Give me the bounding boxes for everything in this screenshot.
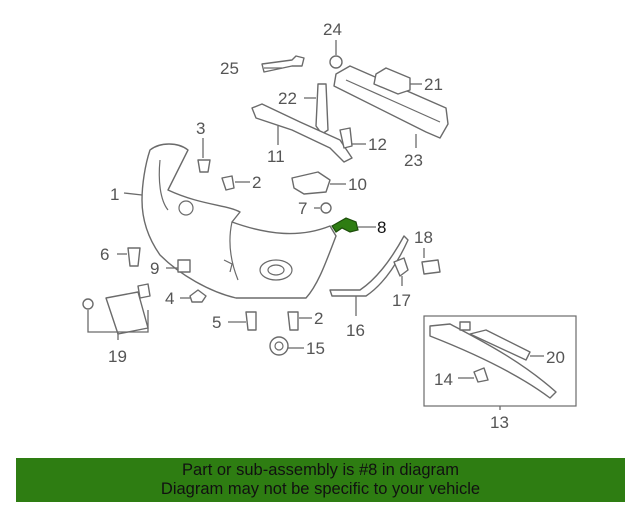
label-1: 1	[110, 185, 119, 204]
part-20-clip	[459, 321, 471, 331]
part-3-bolt	[197, 159, 211, 173]
part-11-retainer	[251, 103, 353, 163]
label-21: 21	[424, 75, 443, 94]
part-8-highlighted[interactable]	[331, 217, 359, 233]
banner-line-1: Part or sub-assembly is #8 in diagram	[182, 461, 459, 479]
part-13-spoiler	[429, 323, 557, 399]
callout-labels: 1 3 2 25 24 21 22 11 12 23 10 7 8 6 9 4 …	[100, 20, 565, 432]
label-17: 17	[392, 291, 411, 310]
bumper-cover	[141, 143, 337, 299]
label-14: 14	[434, 370, 453, 389]
part-25-clip	[261, 55, 305, 73]
part-15-grommet	[269, 336, 289, 356]
part-10-bracket	[291, 171, 331, 195]
part-24-bolt	[329, 55, 343, 69]
label-11: 11	[267, 147, 285, 166]
part-19-clip	[137, 283, 151, 299]
info-banner: Part or sub-assembly is #8 in diagram Di…	[16, 458, 625, 502]
part-18-bolt	[421, 259, 441, 275]
part-5-bolt	[245, 311, 257, 331]
label-13: 13	[490, 413, 509, 432]
part-14-clip	[473, 367, 489, 383]
label-22: 22	[278, 89, 297, 108]
label-8-highlighted: 8	[377, 218, 386, 237]
label-12: 12	[368, 135, 387, 154]
label-9: 9	[150, 259, 159, 278]
label-7: 7	[298, 199, 307, 218]
label-19: 19	[108, 347, 127, 366]
part-2-clip-upper	[221, 175, 235, 191]
part-12-bolt	[339, 127, 353, 149]
part-22-bracket	[315, 83, 329, 135]
part-21-absorber	[373, 67, 411, 95]
banner-line-2: Diagram may not be specific to your vehi…	[160, 480, 481, 498]
part-6-bolt	[127, 247, 141, 267]
part-7-washer	[320, 202, 332, 214]
leader-lines	[87, 40, 544, 410]
part-19-bolt	[82, 298, 94, 310]
label-18: 18	[414, 228, 433, 247]
label-5: 5	[212, 313, 221, 332]
label-24: 24	[323, 20, 342, 39]
label-16: 16	[346, 321, 365, 340]
label-4: 4	[165, 289, 174, 308]
label-25: 25	[220, 59, 239, 78]
label-10: 10	[348, 175, 367, 194]
label-20: 20	[546, 348, 565, 367]
label-2-lower: 2	[314, 309, 323, 328]
part-2-bolt-lower	[287, 311, 299, 331]
label-6: 6	[100, 245, 109, 264]
part-4-clip	[189, 289, 207, 303]
label-15: 15	[306, 339, 325, 358]
label-2-upper: 2	[252, 173, 261, 192]
label-23: 23	[404, 151, 423, 170]
part-17-clip	[393, 257, 409, 277]
part-20-absorber	[469, 329, 531, 361]
part-9-clip	[177, 259, 191, 273]
part-16-molding	[329, 235, 409, 297]
label-3: 3	[196, 119, 205, 138]
